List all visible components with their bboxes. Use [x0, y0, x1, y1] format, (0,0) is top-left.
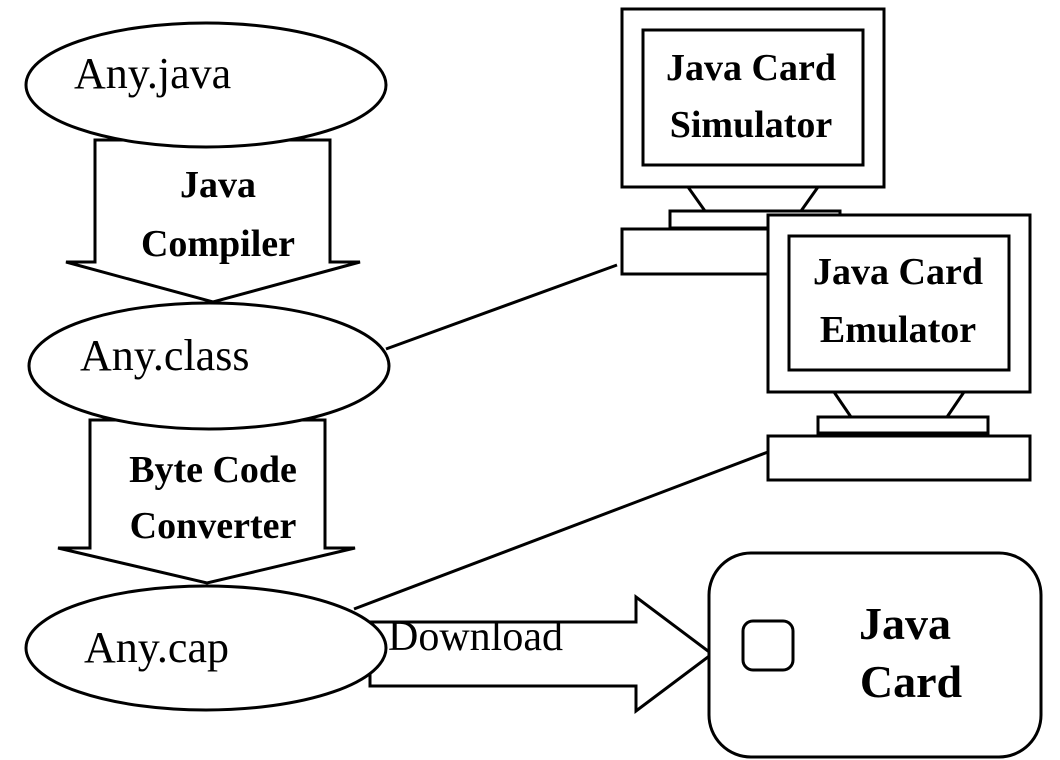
simulator-neck-right	[799, 186, 820, 212]
class-to-simulator-line	[385, 263, 618, 351]
simulator-neck-left	[686, 186, 707, 212]
any-java-label: Any.java	[74, 49, 231, 98]
compiler-label-line2: Compiler	[141, 223, 295, 265]
download-label: Download	[388, 614, 563, 660]
java-card-label-line2: Card	[860, 656, 963, 707]
emulator-label-line2: Emulator	[820, 309, 976, 351]
java-card-label-line1: Java	[859, 598, 951, 649]
compiler-label-line1: Java	[180, 164, 256, 206]
emulator-neck-right	[945, 391, 966, 418]
any-cap-label: Any.cap	[84, 623, 229, 672]
any-class-label: Any.class	[80, 331, 249, 380]
converter-arrow	[57, 418, 356, 585]
any-cap-node	[24, 584, 388, 712]
emulator-computer: Java Card Emulator	[766, 213, 1032, 482]
any-class-node	[27, 301, 391, 431]
java-card: Java Card	[707, 551, 1043, 759]
simulator-label-line2: Simulator	[670, 104, 833, 146]
simulator-screen	[641, 28, 865, 167]
converter-label-line1: Byte Code	[129, 449, 297, 491]
card-chip-icon	[741, 619, 795, 672]
emulator-screen	[787, 234, 1011, 372]
emulator-neck-left	[832, 391, 853, 418]
emulator-label-line1: Java Card	[813, 251, 983, 293]
compiler-arrow	[65, 138, 361, 304]
emulator-base	[766, 434, 1032, 482]
any-java-node	[24, 21, 388, 149]
java-card-body	[707, 551, 1043, 759]
cap-to-emulator-line	[353, 450, 769, 611]
emulator-stand	[816, 415, 990, 435]
converter-label-line2: Converter	[130, 505, 297, 547]
download-arrow	[368, 594, 715, 714]
simulator-label-line1: Java Card	[666, 47, 836, 89]
